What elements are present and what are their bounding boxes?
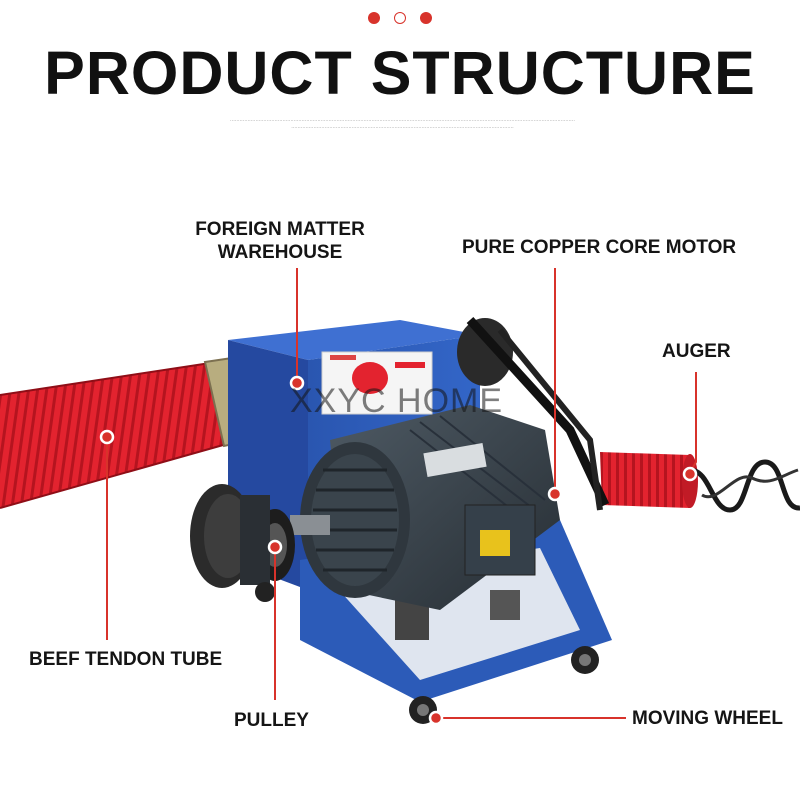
marker-tube <box>99 429 115 445</box>
callout-lines <box>106 268 697 719</box>
page-title: PRODUCT STRUCTURE <box>44 39 756 107</box>
indicator-dot-2 <box>394 12 406 24</box>
marker-pulley <box>267 539 283 555</box>
watermark: XXYC HOME <box>290 382 504 420</box>
label-pure-copper-core-motor: PURE COPPER CORE MOTOR <box>462 237 737 258</box>
indicator-dot-1 <box>367 12 380 24</box>
marker-motor <box>547 486 563 502</box>
beef-tendon-tube <box>0 356 254 509</box>
belt-drive <box>457 316 610 511</box>
moving-wheels <box>255 582 599 724</box>
label-pulley: PULLEY <box>234 710 309 731</box>
marker-auger <box>682 466 698 482</box>
label-moving-wheel: MOVING WHEEL <box>632 708 783 729</box>
label-beef-tendon-tube: BEEF TENDON TUBE <box>29 649 223 670</box>
decorative-fine-print: ········································… <box>230 118 575 131</box>
marker-warehouse <box>289 375 305 391</box>
marker-wheel <box>428 710 444 726</box>
indicator-dots <box>0 11 800 29</box>
label-auger: AUGER <box>662 341 731 362</box>
callout-markers <box>99 375 698 726</box>
pure-copper-core-motor <box>290 405 560 610</box>
indicator-dot-3 <box>420 12 433 24</box>
auger-spiral <box>689 459 800 513</box>
label-foreign-matter-warehouse: FOREIGN MATTER WAREHOUSE <box>195 219 365 263</box>
right-tube <box>600 452 698 508</box>
